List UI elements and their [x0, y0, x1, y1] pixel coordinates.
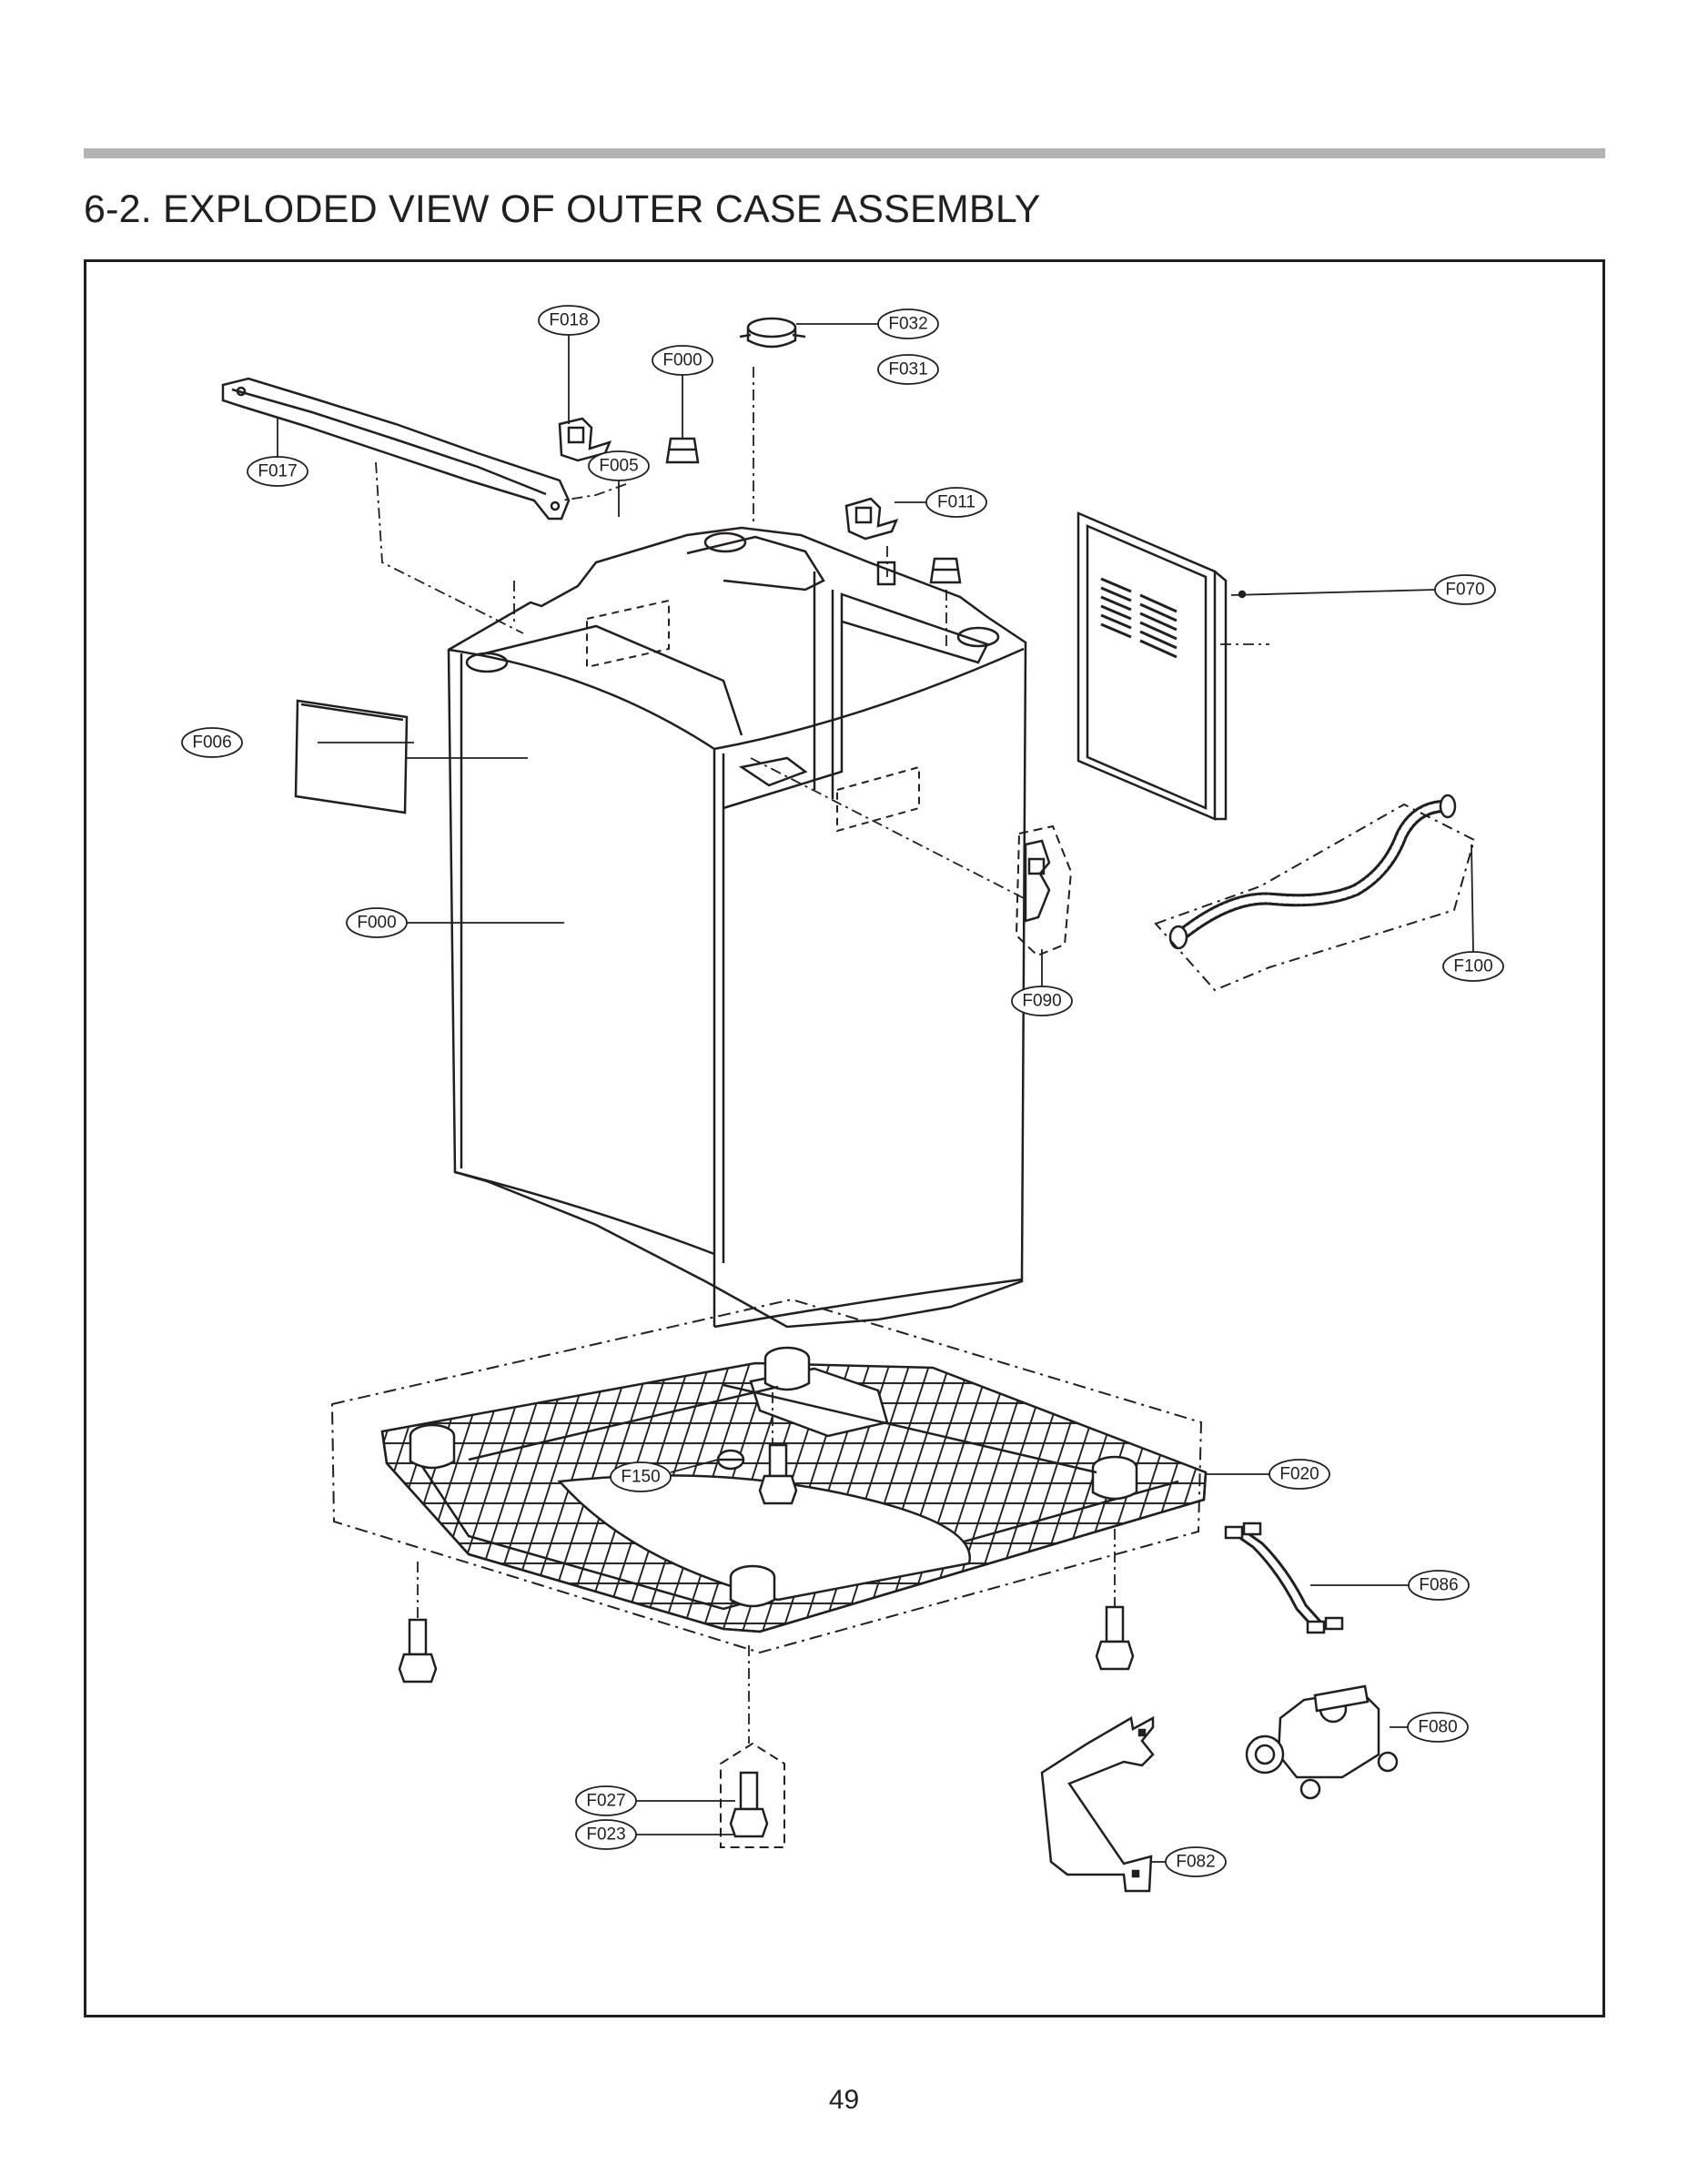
base-dashed-outline	[330, 1298, 1203, 1654]
leveling-leg-center	[758, 1443, 798, 1505]
leveling-leg-right	[1095, 1605, 1135, 1671]
svg-text:F086: F086	[1419, 1576, 1458, 1595]
label-outline-top	[586, 599, 670, 669]
svg-text:F006: F006	[192, 733, 231, 753]
svg-text:F023: F023	[586, 1825, 625, 1845]
drain-hose-part	[1168, 794, 1457, 950]
bracket-dashed-outline	[1015, 824, 1073, 957]
top-rule	[84, 148, 1605, 158]
panel-part-f006	[294, 699, 409, 814]
callout-f032: F032	[877, 308, 939, 339]
leader-lines	[277, 323, 1474, 1863]
callout-f000-cabinet: F000	[346, 907, 408, 938]
clip-part-f011	[844, 497, 899, 541]
page-number: 49	[828, 2085, 860, 2115]
dashed-guide-lines	[375, 367, 1269, 1744]
svg-text:F090: F090	[1022, 992, 1061, 1011]
callout-f100: F100	[1442, 951, 1504, 982]
callout-f090: F090	[1011, 986, 1073, 1016]
callout-f018: F018	[538, 305, 600, 336]
rear-cover-part	[1076, 511, 1247, 821]
plug-part-f150	[716, 1449, 745, 1471]
leg-dashed-outline	[720, 1742, 785, 1848]
diagram-frame: F018 F000 F032 F031 F017 F005 F011 F070	[84, 259, 1605, 2017]
svg-text:F080: F080	[1418, 1718, 1457, 1737]
cabinet-body	[447, 526, 1027, 1329]
callout-f082: F082	[1165, 1846, 1227, 1877]
exploded-view-drawing: F018 F000 F032 F031 F017 F005 F011 F070	[181, 305, 1504, 1893]
svg-text:F100: F100	[1453, 957, 1492, 976]
callout-f017: F017	[247, 456, 308, 487]
svg-text:F000: F000	[662, 351, 702, 370]
leveling-leg-front	[729, 1771, 769, 1838]
page-title: 6-2. EXPLODED VIEW OF OUTER CASE ASSEMBL…	[84, 187, 1041, 231]
drain-pump-part	[1245, 1684, 1399, 1800]
callout-f086: F086	[1408, 1570, 1470, 1601]
svg-text:F070: F070	[1445, 581, 1484, 600]
callout-f023: F023	[575, 1819, 637, 1850]
callout-f020: F020	[1269, 1459, 1330, 1490]
callout-f005: F005	[588, 450, 650, 481]
callout-f006: F006	[181, 727, 243, 758]
hose-dashed-outline	[1154, 803, 1476, 992]
callout-f031: F031	[877, 354, 939, 385]
svg-text:F032: F032	[888, 315, 927, 334]
svg-text:F031: F031	[888, 360, 927, 379]
base-frame-part	[380, 1346, 1208, 1633]
callout-f000-bumper: F000	[652, 345, 713, 376]
svg-text:F082: F082	[1176, 1853, 1215, 1872]
callout-f011: F011	[925, 487, 987, 518]
svg-text:F150: F150	[621, 1468, 660, 1487]
label-outline-right	[836, 765, 920, 833]
callout-f080: F080	[1407, 1712, 1469, 1743]
bracket-plate-part	[1040, 1715, 1155, 1893]
callout-f070: F070	[1434, 574, 1496, 605]
svg-text:F027: F027	[586, 1792, 625, 1811]
svg-text:F017: F017	[258, 462, 297, 481]
clamp-part-f032	[739, 317, 806, 349]
svg-text:F005: F005	[599, 457, 638, 476]
bracket-part-f090	[1024, 839, 1051, 923]
wire-harness-part	[1224, 1522, 1344, 1634]
leveling-leg-left	[398, 1618, 438, 1684]
svg-text:F011: F011	[937, 493, 975, 512]
top-frame-bar-part	[221, 377, 571, 521]
bumper-part-top-left	[665, 437, 700, 464]
bumper-part-top-right	[929, 557, 962, 584]
svg-text:F018: F018	[549, 311, 588, 330]
clip-part-f018	[558, 417, 612, 462]
callout-f027: F027	[575, 1785, 637, 1816]
svg-text:F000: F000	[357, 914, 396, 933]
svg-text:F020: F020	[1279, 1465, 1319, 1484]
callout-f150: F150	[610, 1461, 672, 1492]
